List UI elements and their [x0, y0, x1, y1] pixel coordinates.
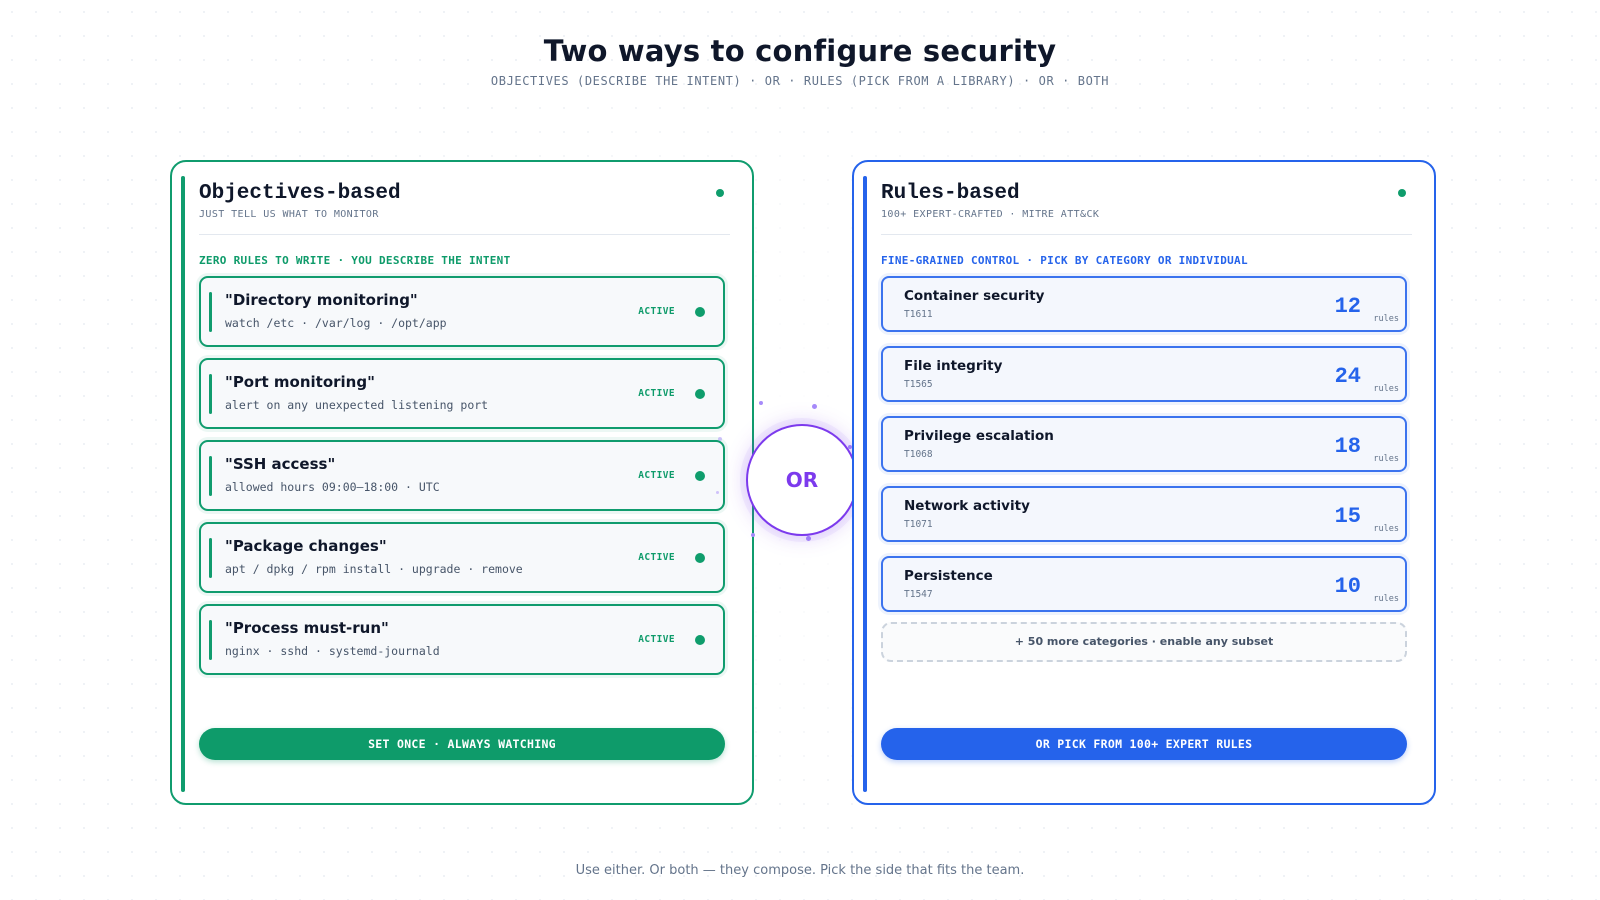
rule-category-code: T1547	[904, 589, 933, 600]
active-dot-icon	[695, 635, 705, 645]
rule-category-count: 15	[1334, 504, 1361, 529]
rule-category-code: T1071	[904, 519, 933, 530]
objective-card-ssh[interactable]: "SSH access" allowed hours 09:00–18:00 ·…	[199, 440, 725, 511]
page-header: Two ways to configure security OBJECTIVE…	[0, 34, 1600, 88]
objective-title: "Directory monitoring"	[225, 291, 418, 309]
objective-card-bar	[209, 456, 212, 496]
objective-card-bar	[209, 620, 212, 660]
rule-category-code: T1068	[904, 449, 933, 460]
objective-title: "Port monitoring"	[225, 373, 375, 391]
rule-category-container-security[interactable]: Container security T1611 12 rules	[881, 276, 1407, 332]
page-title: Two ways to configure security	[543, 34, 1057, 68]
rule-category-unit: rules	[1373, 594, 1399, 604]
sparkle-dot	[759, 401, 763, 405]
sparkle-dot	[848, 445, 852, 449]
objective-status: ACTIVE	[638, 388, 675, 399]
rule-category-name: Network activity	[904, 498, 1030, 514]
or-divider: OR	[746, 424, 858, 536]
rule-category-code: T1611	[904, 309, 933, 320]
sparkle-dot	[716, 491, 719, 494]
sparkle-dot	[751, 533, 755, 537]
sparkle-dot	[806, 536, 811, 541]
objective-card-bar	[209, 538, 212, 578]
sparkle-dot	[718, 437, 722, 441]
pick-rules-button[interactable]: OR PICK FROM 100+ EXPERT RULES	[881, 728, 1407, 760]
objective-detail: watch /etc · /var/log · /opt/app	[225, 316, 447, 330]
rules-tagline: FINE-GRAINED CONTROL · PICK BY CATEGORY …	[881, 254, 1248, 267]
objectives-tagline: ZERO RULES TO WRITE · YOU DESCRIBE THE I…	[199, 254, 511, 267]
objective-card-bar	[209, 292, 212, 332]
page-subtitle: OBJECTIVES (DESCRIBE THE INTENT) · OR · …	[490, 74, 1110, 88]
rules-accent-bar	[863, 176, 867, 792]
objective-title: "SSH access"	[225, 455, 336, 473]
objective-detail: nginx · sshd · systemd-journald	[225, 644, 440, 658]
active-dot-icon	[695, 471, 705, 481]
rule-category-unit: rules	[1373, 454, 1399, 464]
rules-panel: Rules-based 100+ EXPERT-CRAFTED · MITRE …	[852, 160, 1436, 805]
rule-category-name: Persistence	[904, 568, 993, 584]
rules-divider	[881, 234, 1412, 235]
objective-status: ACTIVE	[638, 306, 675, 317]
rule-category-unit: rules	[1373, 524, 1399, 534]
rule-category-name: Privilege escalation	[904, 428, 1054, 444]
sparkle-dot	[812, 404, 817, 409]
objectives-divider	[199, 234, 730, 235]
objective-detail: allowed hours 09:00–18:00 · UTC	[225, 480, 440, 494]
rule-category-persistence[interactable]: Persistence T1547 10 rules	[881, 556, 1407, 612]
objective-title: "Process must-run"	[225, 619, 389, 637]
rules-title: Rules-based	[881, 182, 1020, 205]
objective-card-port[interactable]: "Port monitoring" alert on any unexpecte…	[199, 358, 725, 429]
rule-category-count: 24	[1334, 364, 1361, 389]
objective-card-directory[interactable]: "Directory monitoring" watch /etc · /var…	[199, 276, 725, 347]
rule-category-name: File integrity	[904, 358, 1003, 374]
rule-category-unit: rules	[1373, 384, 1399, 394]
active-dot-icon	[695, 389, 705, 399]
more-categories-button[interactable]: + 50 more categories · enable any subset	[881, 622, 1407, 662]
objective-status: ACTIVE	[638, 470, 675, 481]
objectives-panel: Objectives-based JUST TELL US WHAT TO MO…	[170, 160, 754, 805]
objective-status: ACTIVE	[638, 634, 675, 645]
objective-card-bar	[209, 374, 212, 414]
rule-category-count: 18	[1334, 434, 1361, 459]
rules-status-dot	[1398, 189, 1406, 197]
rule-category-network-activity[interactable]: Network activity T1071 15 rules	[881, 486, 1407, 542]
rule-category-unit: rules	[1373, 314, 1399, 324]
rule-category-code: T1565	[904, 379, 933, 390]
objective-card-packages[interactable]: "Package changes" apt / dpkg / rpm insta…	[199, 522, 725, 593]
rule-category-privilege-escalation[interactable]: Privilege escalation T1068 18 rules	[881, 416, 1407, 472]
rule-category-name: Container security	[904, 288, 1045, 304]
active-dot-icon	[695, 553, 705, 563]
objective-detail: alert on any unexpected listening port	[225, 398, 489, 412]
objective-status: ACTIVE	[638, 552, 675, 563]
footer-note: Use either. Or both — they compose. Pick…	[575, 863, 1025, 878]
objectives-status-dot	[716, 189, 724, 197]
rule-category-file-integrity[interactable]: File integrity T1565 24 rules	[881, 346, 1407, 402]
rule-category-count: 10	[1334, 574, 1361, 599]
objectives-subtitle: JUST TELL US WHAT TO MONITOR	[199, 209, 379, 220]
objective-card-process[interactable]: "Process must-run" nginx · sshd · system…	[199, 604, 725, 675]
objective-detail: apt / dpkg / rpm install · upgrade · rem…	[225, 562, 523, 576]
rule-category-count: 12	[1334, 294, 1361, 319]
objective-title: "Package changes"	[225, 537, 387, 555]
objectives-title: Objectives-based	[199, 182, 401, 205]
set-once-button[interactable]: SET ONCE · ALWAYS WATCHING	[199, 728, 725, 760]
objectives-accent-bar	[181, 176, 185, 792]
active-dot-icon	[695, 307, 705, 317]
rules-subtitle: 100+ EXPERT-CRAFTED · MITRE ATT&CK	[881, 209, 1100, 220]
